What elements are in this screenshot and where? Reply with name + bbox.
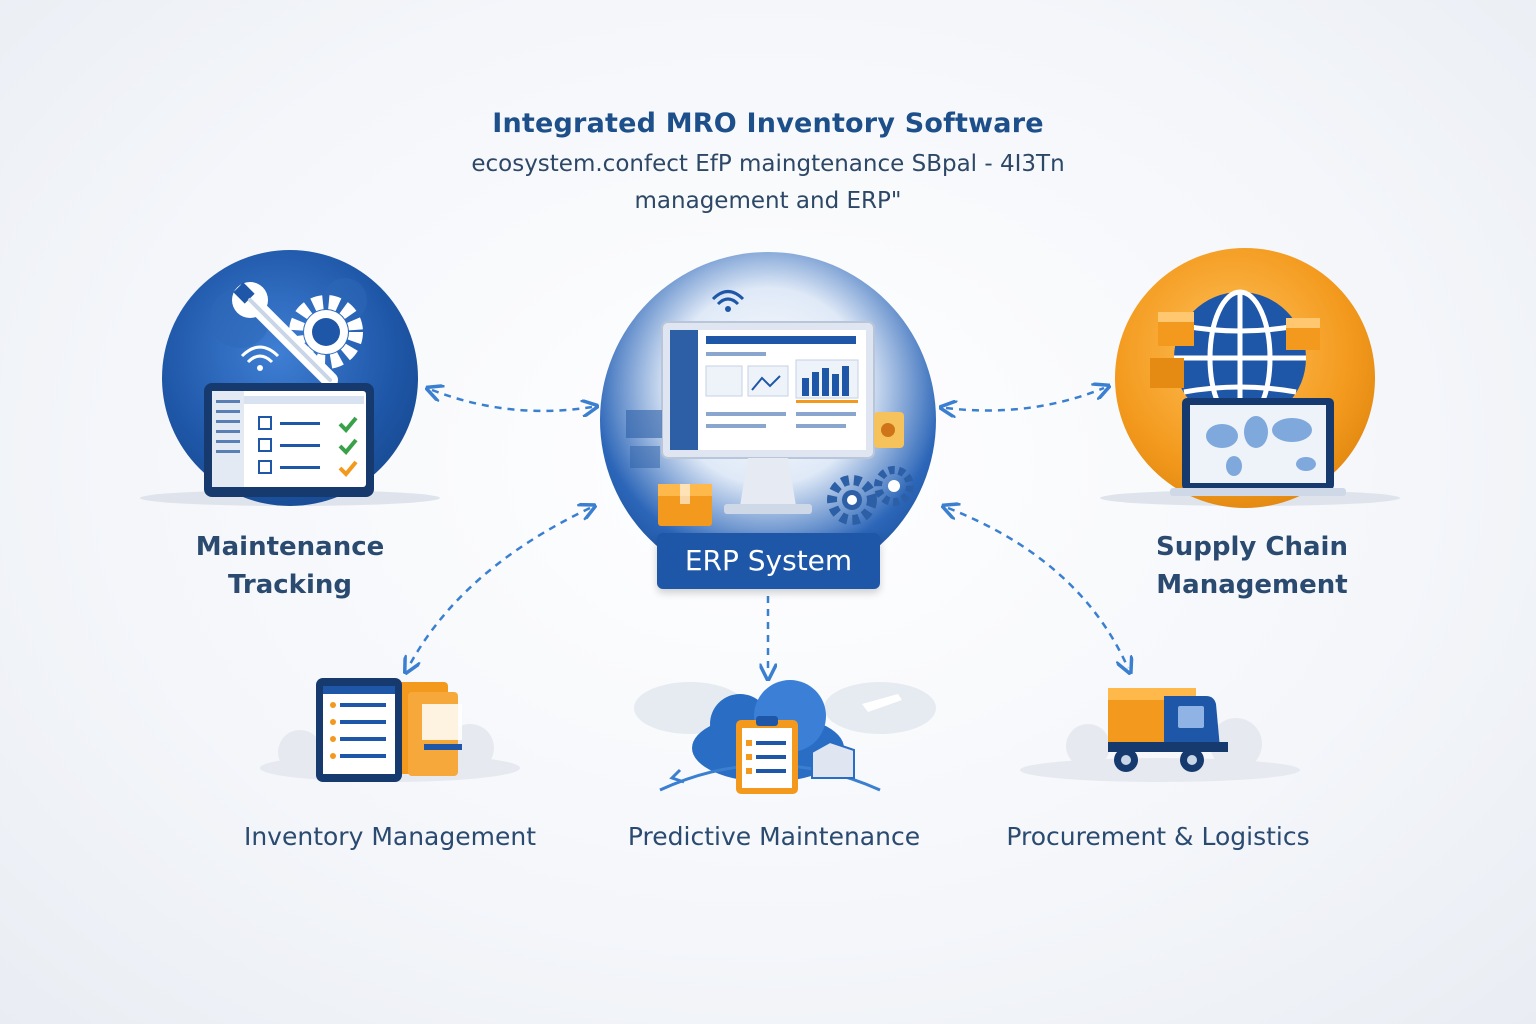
- checklist-icon: [204, 383, 374, 497]
- box-icon: [658, 484, 712, 526]
- box-icon: [1150, 312, 1320, 388]
- erp-illustration: [600, 252, 936, 588]
- supply-chain-label-line-2: Management: [1156, 570, 1348, 600]
- predictive-illustration: [634, 680, 936, 794]
- wifi-icon: [240, 345, 280, 371]
- connector-erp-maintenance: [432, 390, 592, 411]
- connector-erp-inventory: [408, 508, 590, 668]
- supply-chain-label: Supply Chain Management: [1120, 528, 1384, 604]
- connector-erp-supplychain: [946, 388, 1104, 411]
- maintenance-label-line-1: Maintenance: [195, 532, 385, 562]
- connectors: [408, 388, 1128, 674]
- subtitle-line-1: ecosystem.confect EfP maingtenance SBpal…: [471, 151, 1065, 177]
- diagram-title: Integrated MRO Inventory Software: [492, 108, 1044, 139]
- supply-chain-illustration: [1100, 248, 1400, 508]
- folder-icon: [396, 682, 462, 776]
- world-map-icon: [1170, 398, 1346, 496]
- inventory-management-label: Inventory Management: [243, 822, 537, 851]
- checklist-icon: [316, 678, 402, 782]
- monitor-icon: [661, 321, 875, 514]
- folder-icon: [811, 740, 855, 779]
- subtitle-line-2: management and ERP": [634, 188, 902, 214]
- supply-chain-label-line-1: Supply Chain: [1156, 532, 1348, 562]
- maintenance-label-line-2: Tracking: [228, 570, 352, 600]
- maintenance-illustration: [140, 250, 440, 506]
- truck-icon: [1108, 688, 1228, 772]
- wrench-icon: [232, 282, 338, 388]
- procurement-logistics-label: Procurement & Logistics: [1006, 822, 1310, 851]
- erp-system-label: ERP System: [657, 533, 880, 589]
- wifi-icon: [711, 290, 745, 312]
- diagram-subtitle: ecosystem.confect EfP maingtenance SBpal…: [0, 146, 1536, 220]
- predictive-maintenance-label: Predictive Maintenance: [627, 822, 921, 851]
- maintenance-tracking-label: Maintenance Tracking: [170, 528, 410, 604]
- connector-erp-procurement: [948, 508, 1128, 668]
- gear-icon: [827, 466, 914, 525]
- clipboard-icon: [736, 716, 798, 794]
- plane-icon: [862, 694, 902, 712]
- inventory-illustration: [260, 678, 520, 782]
- gear-icon: [289, 295, 363, 369]
- procurement-illustration: [1020, 688, 1300, 782]
